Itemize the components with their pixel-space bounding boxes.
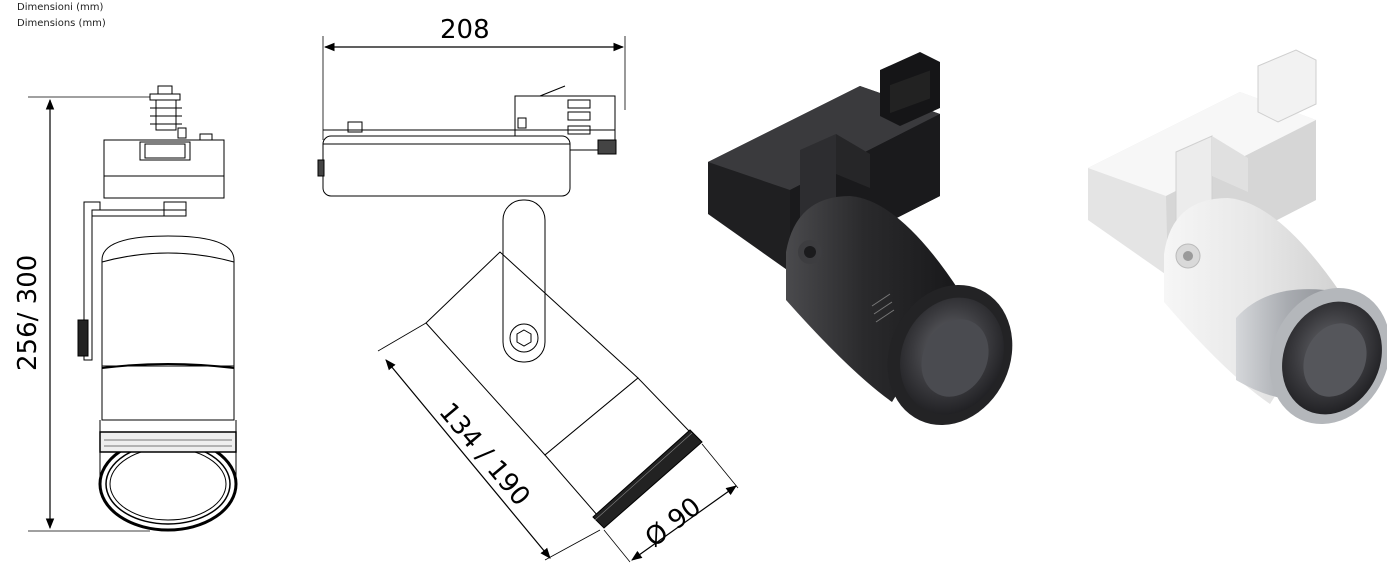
width-dimension-label: 208 [440, 15, 490, 45]
diameter-dimension-line [631, 485, 737, 561]
side-view-drawing [317, 36, 703, 529]
front-view-drawing [28, 85, 238, 532]
diameter-dimension-label: Ø 90 [640, 492, 707, 554]
header-italian: Dimensioni (mm) [17, 2, 104, 13]
header-english: Dimensions (mm) [17, 18, 106, 29]
height-dimension-label: 256/ 300 [13, 255, 43, 371]
black-spotlight-image [708, 52, 1013, 426]
length-dimension-line [385, 359, 551, 559]
length-dimension-label: 134 / 190 [433, 397, 536, 512]
white-spotlight-image [1088, 49, 1387, 425]
